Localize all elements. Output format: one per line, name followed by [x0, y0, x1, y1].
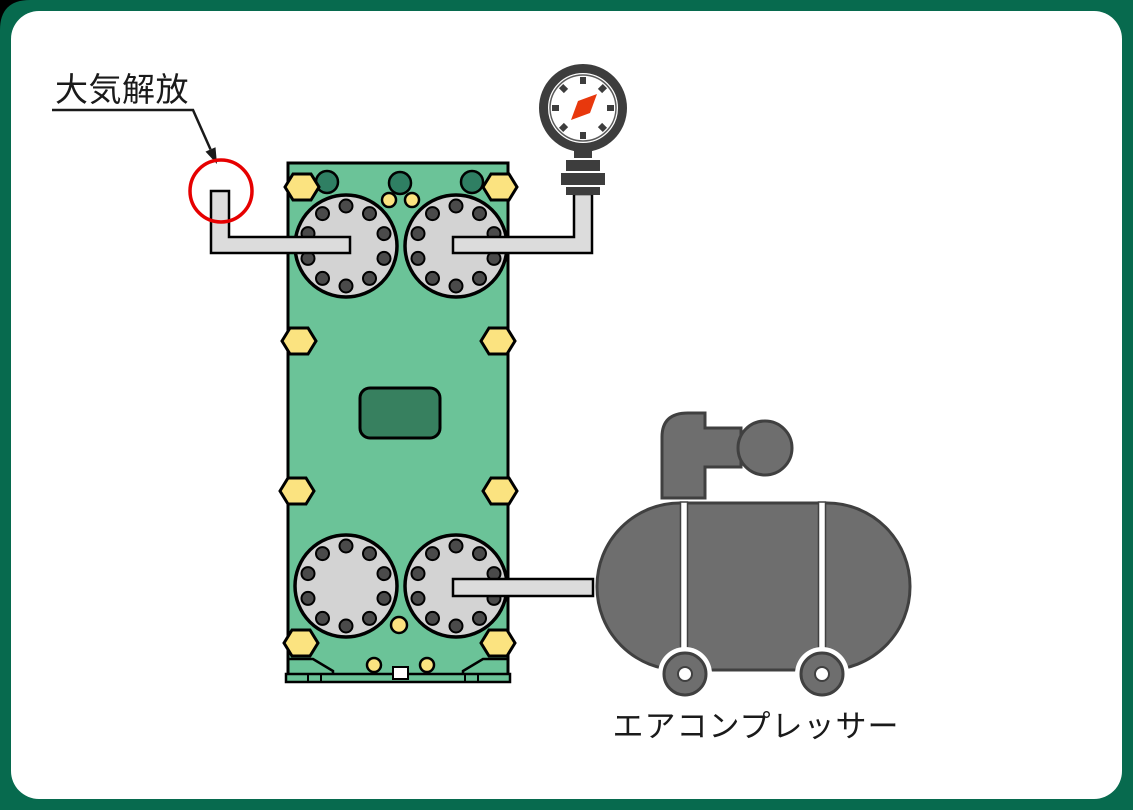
gauge-fitting	[561, 149, 605, 195]
leader-line	[52, 108, 212, 150]
pressure-gauge	[539, 64, 627, 195]
base-notch	[392, 666, 409, 680]
gauge-ticks	[552, 77, 614, 139]
vent-highlight-circle	[188, 158, 254, 224]
compressor-motor	[660, 411, 743, 500]
gauge-dial-ring	[549, 74, 617, 142]
flange-bottom-left	[293, 533, 399, 639]
atmospheric-vent-pipe	[209, 189, 352, 255]
compressor-wheel-left	[658, 647, 712, 701]
compressor-pipe	[451, 577, 595, 598]
compressor-tank	[595, 501, 912, 672]
piping	[209, 189, 595, 598]
compressor-knob	[736, 419, 794, 477]
vent-label: 大気解放	[55, 71, 189, 108]
base-ticks	[307, 675, 479, 681]
exchanger-foot-right	[461, 657, 508, 675]
compressor-wheel-right	[795, 647, 849, 701]
air-compressor	[595, 411, 912, 701]
small-yellow-plugs	[365, 191, 436, 674]
top-port-circles	[314, 169, 485, 196]
exchanger-foot-left	[288, 657, 335, 675]
vent-annotation: 大気解放	[52, 71, 254, 224]
nameplate	[358, 386, 442, 440]
compressor-label: エアコンプレッサー	[612, 709, 899, 744]
gauge-needle	[571, 94, 597, 120]
